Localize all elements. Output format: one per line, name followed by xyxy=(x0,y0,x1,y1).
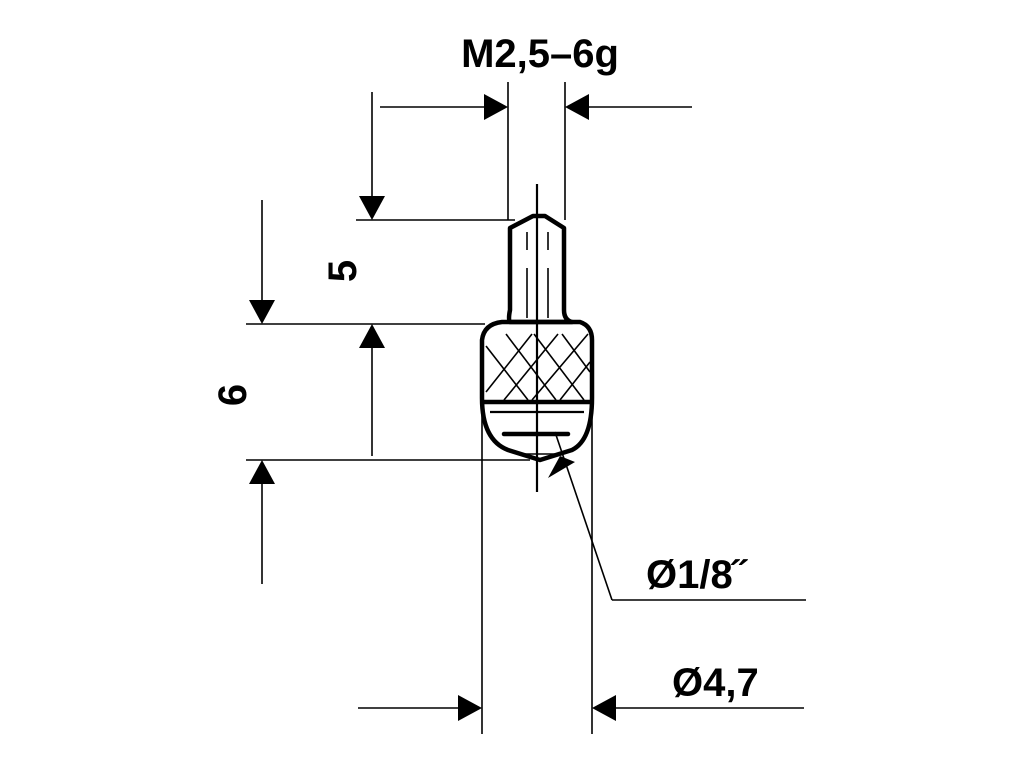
thread-label: M2,5–6g xyxy=(461,32,619,76)
ball-diameter-label: Ø1/8˝ xyxy=(646,553,749,597)
arrow-right-icon xyxy=(458,695,482,721)
head-length-dimension: 6 xyxy=(211,200,530,584)
arrow-up-icon xyxy=(359,324,385,348)
stylus-head xyxy=(479,319,595,463)
thread-diameter-dimension: M2,5–6g xyxy=(380,32,692,220)
arrow-right-icon xyxy=(484,94,508,120)
arrow-up-icon xyxy=(249,460,275,484)
arrow-left-icon xyxy=(565,94,589,120)
arrow-down-icon xyxy=(359,196,385,220)
arrow-left-icon xyxy=(592,695,616,721)
stylus-tip-part xyxy=(479,184,595,492)
thread-length-label: 5 xyxy=(321,260,365,282)
body-diameter-dimension: Ø4,7 xyxy=(358,398,804,734)
ball-diameter-dimension: Ø1/8˝ xyxy=(548,431,806,601)
head-length-label: 6 xyxy=(211,384,255,406)
thread-shank xyxy=(506,213,575,325)
knurl-pattern xyxy=(485,333,591,401)
arrow-down-icon xyxy=(249,300,275,324)
arrow-icon xyxy=(548,456,575,478)
body-diameter-label: Ø4,7 xyxy=(672,661,759,705)
thread-length-dimension: 5 xyxy=(321,92,515,456)
